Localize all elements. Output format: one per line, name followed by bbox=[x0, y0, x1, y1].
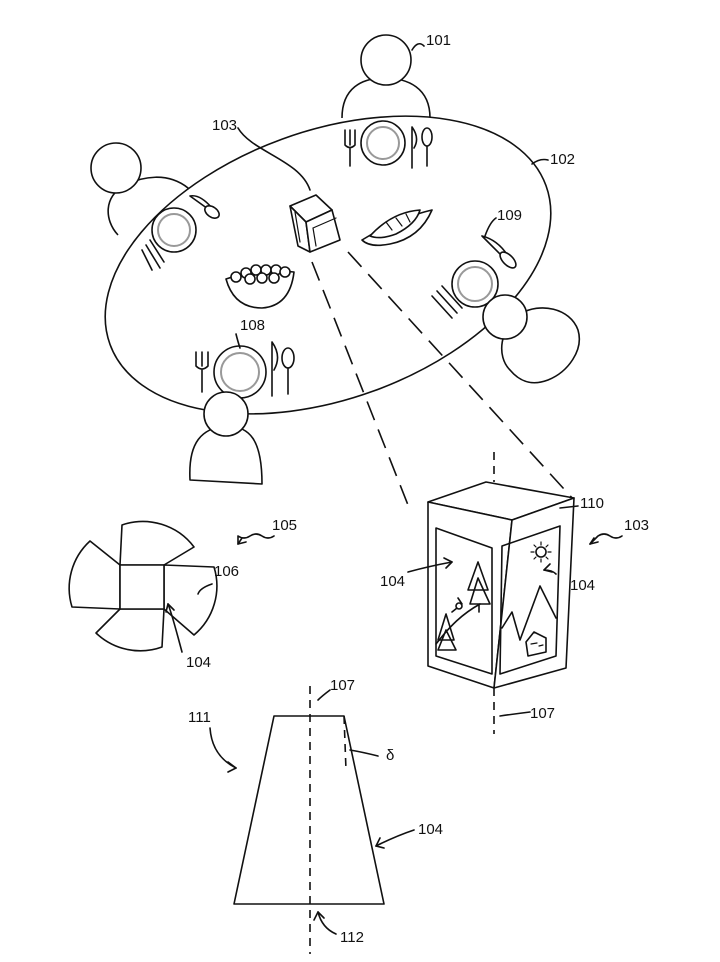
table-ellipse bbox=[104, 115, 552, 415]
dining-scene bbox=[90, 34, 581, 485]
label-109: 109 bbox=[497, 207, 522, 224]
place-setting-left bbox=[141, 194, 220, 271]
leader-lines bbox=[165, 42, 623, 935]
label-105: 105 bbox=[272, 517, 297, 534]
projection-lines bbox=[311, 251, 575, 506]
label-104-prism-right: 104 bbox=[570, 577, 595, 594]
person-top bbox=[341, 34, 431, 119]
prism-device bbox=[427, 452, 575, 734]
label-107-frustum: 107 bbox=[330, 677, 355, 694]
label-103-table: 103 bbox=[212, 117, 237, 134]
place-setting-top bbox=[344, 120, 433, 169]
person-left bbox=[90, 142, 197, 236]
label-delta: δ bbox=[386, 747, 394, 764]
label-112: 112 bbox=[340, 929, 364, 946]
label-107-prism: 107 bbox=[530, 705, 555, 722]
reference-labels: 101 103 102 109 108 110 105 103 106 104 … bbox=[186, 32, 649, 946]
label-106: 106 bbox=[214, 563, 239, 580]
label-104-prism-left: 104 bbox=[380, 573, 405, 590]
label-110: 110 bbox=[580, 495, 604, 512]
label-103-prism: 103 bbox=[624, 517, 649, 534]
label-104-frustum: 104 bbox=[418, 821, 443, 838]
label-108: 108 bbox=[240, 317, 265, 334]
place-setting-right bbox=[431, 235, 517, 319]
food-bowl bbox=[225, 264, 295, 309]
frustum-shape bbox=[233, 686, 385, 954]
label-102: 102 bbox=[550, 151, 575, 168]
label-111: 111 bbox=[188, 709, 211, 726]
person-right bbox=[482, 294, 581, 384]
blade-pattern bbox=[68, 520, 218, 652]
person-bottom bbox=[189, 391, 263, 485]
label-104-pattern: 104 bbox=[186, 654, 211, 671]
label-101: 101 bbox=[426, 32, 451, 49]
bread-dish bbox=[361, 209, 433, 247]
table-device bbox=[289, 194, 341, 253]
place-setting-bottom bbox=[195, 341, 295, 399]
